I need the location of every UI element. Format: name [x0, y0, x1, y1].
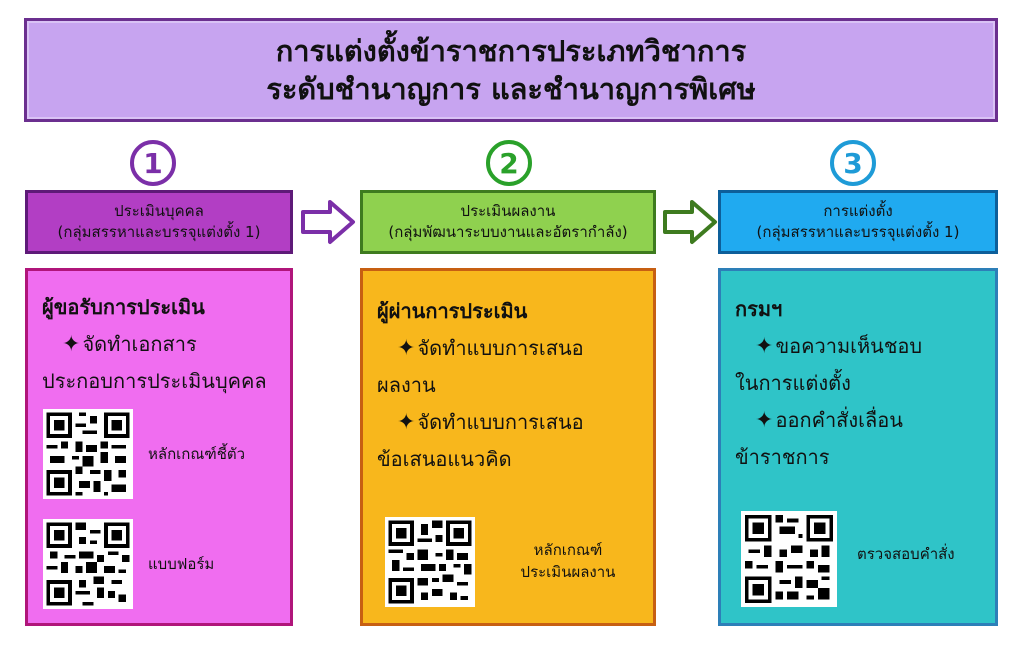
qr-3-label-line-1: หลักเกณฑ์: [533, 541, 603, 559]
step-1-bullet-1-cont: ประกอบการประเมินบุคคล: [42, 369, 267, 393]
step-2-header: ประเมินผลงาน (กลุ่มพัฒนาระบบงานและอัตราก…: [360, 190, 656, 254]
step-2-bullet-2-cont: ข้อเสนอแนวคิด: [377, 447, 512, 471]
title-banner: การแต่งตั้งข้าราชการประเภทวิชาการ ระดับช…: [24, 18, 998, 122]
step-1-bullet-1: ✦จัดทำเอกสาร: [42, 326, 280, 363]
step-3-heading: กรมฯ: [735, 297, 783, 321]
step-3-header-title: การแต่งตั้ง: [823, 202, 893, 220]
step-2-bullet-1-cont: ผลงาน: [377, 373, 436, 397]
qr-1-label: หลักเกณฑ์ชี้ตัว: [148, 445, 246, 463]
step-1-panel-text: ผู้ขอรับการประเมิน ✦จัดทำเอกสาร ประกอบกา…: [42, 289, 280, 400]
qr-code-icon[interactable]: [385, 517, 475, 607]
step-3-bullet-1-cont: ในการแต่งตั้ง: [735, 371, 851, 395]
step-2-heading: ผู้ผ่านการประเมิน: [377, 299, 528, 323]
step-3-header: การแต่งตั้ง (กลุ่มสรรหาและบรรจุแต่งตั้ง …: [718, 190, 998, 254]
step-3-panel: กรมฯ ✦ขอความเห็นชอบ ในการแต่งตั้ง ✦ออกคำ…: [718, 268, 998, 626]
step-2-panel: ผู้ผ่านการประเมิน ✦จัดทำแบบการเสนอ ผลงาน…: [360, 268, 656, 626]
four-point-star-icon: ✦: [397, 410, 416, 435]
arrow-right-icon: [301, 200, 355, 244]
step-2-header-title: ประเมินผลงาน: [460, 202, 556, 220]
qr-code-icon[interactable]: [43, 409, 133, 499]
title-line-2: ระดับชำนาญการ และชำนาญการพิเศษ: [266, 72, 756, 106]
qr-3-label-line-2: ประเมินผลงาน: [520, 563, 616, 581]
four-point-star-icon: ✦: [755, 334, 774, 359]
step-2-bullet-1: ✦จัดทำแบบการเสนอ: [377, 330, 643, 367]
qr-code-icon[interactable]: [741, 511, 837, 607]
step-2-header-group: (กลุ่มพัฒนาระบบงานและอัตรากำลัง): [388, 223, 628, 241]
qr-4-label: ตรวจสอบคำสั่ง: [857, 545, 955, 563]
step-1-header-group: (กลุ่มสรรหาและบรรจุแต่งตั้ง 1): [57, 223, 261, 241]
arrow-right-icon: [663, 200, 717, 244]
step-1-header: ประเมินบุคคล (กลุ่มสรรหาและบรรจุแต่งตั้ง…: [25, 190, 293, 254]
step-3-bullet-2-text: ออกคำสั่งเลื่อน: [775, 408, 903, 432]
step-number-1: 1: [130, 140, 176, 186]
qr-code-icon[interactable]: [43, 519, 133, 609]
step-1-heading: ผู้ขอรับการประเมิน: [42, 295, 205, 319]
step-1-header-title: ประเมินบุคคล: [114, 202, 204, 220]
four-point-star-icon: ✦: [397, 336, 416, 361]
qr-3-label: หลักเกณฑ์ ประเมินผลงาน: [503, 539, 633, 583]
four-point-star-icon: ✦: [755, 408, 774, 433]
step-3-bullet-2: ✦ออกคำสั่งเลื่อน: [735, 402, 985, 439]
step-1-bullet-1-text: จัดทำเอกสาร: [82, 332, 197, 356]
title-line-1: การแต่งตั้งข้าราชการประเภทวิชาการ: [275, 34, 747, 68]
step-1-panel: ผู้ขอรับการประเมิน ✦จัดทำเอกสาร ประกอบกา…: [25, 268, 293, 626]
step-2-panel-text: ผู้ผ่านการประเมิน ✦จัดทำแบบการเสนอ ผลงาน…: [377, 293, 643, 478]
step-2-bullet-1-text: จัดทำแบบการเสนอ: [417, 336, 584, 360]
step-2-bullet-2: ✦จัดทำแบบการเสนอ: [377, 404, 643, 441]
step-2-bullet-2-text: จัดทำแบบการเสนอ: [417, 410, 584, 434]
step-3-header-group: (กลุ่มสรรหาและบรรจุแต่งตั้ง 1): [756, 223, 960, 241]
qr-2-label: แบบฟอร์ม: [148, 555, 215, 573]
step-3-bullet-1: ✦ขอความเห็นชอบ: [735, 328, 985, 365]
step-3-bullet-1-text: ขอความเห็นชอบ: [775, 334, 923, 358]
four-point-star-icon: ✦: [62, 332, 81, 357]
step-number-2: 2: [486, 140, 532, 186]
step-3-bullet-2-cont: ข้าราชการ: [735, 445, 830, 469]
step-number-3: 3: [830, 140, 876, 186]
step-3-panel-text: กรมฯ ✦ขอความเห็นชอบ ในการแต่งตั้ง ✦ออกคำ…: [735, 291, 985, 476]
